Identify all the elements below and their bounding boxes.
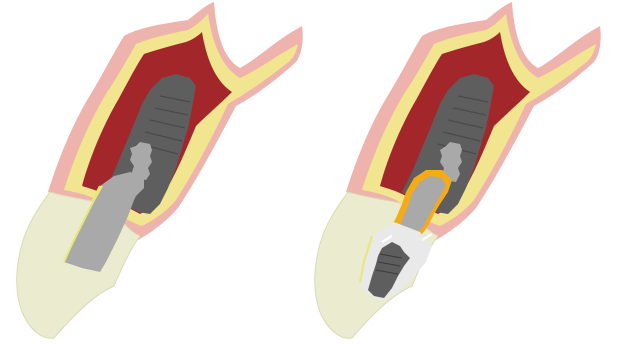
panel-left-cemented (17, 2, 303, 338)
panel-right-screw-retained (315, 2, 601, 338)
